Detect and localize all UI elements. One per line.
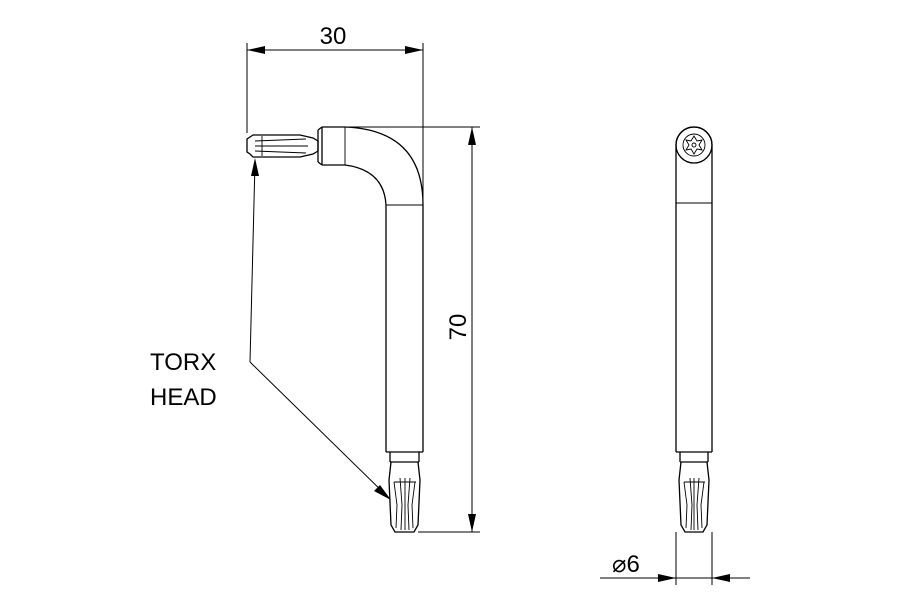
leader-arrow-top (251, 158, 259, 176)
width-dimension: 30 (246, 23, 424, 203)
arrow-down (468, 514, 476, 532)
arrow-up (468, 127, 476, 145)
arrow-left (247, 46, 265, 54)
side-torx-tip (678, 452, 710, 533)
long-arm-torx-tip (388, 452, 421, 533)
diameter-dimension-label: ⌀6 (612, 551, 640, 578)
short-arm-torx-tip (246, 134, 319, 158)
width-dimension-label: 30 (320, 23, 347, 50)
height-dimension-label: 70 (445, 314, 472, 341)
front-view: 30 70 TORX HEAD (150, 23, 480, 533)
callout-line-1: TORX (150, 349, 216, 376)
callout-line-2: HEAD (150, 384, 217, 411)
head-end-view (675, 126, 713, 164)
diameter-dimension: ⌀6 (600, 532, 750, 585)
diameter-arrow-left (658, 574, 676, 582)
key-body (317, 126, 424, 453)
height-dimension: 70 (345, 126, 480, 533)
leader-arrow-bottom (374, 485, 391, 500)
torx-star-icon (685, 135, 703, 155)
diameter-arrow-right (712, 574, 730, 582)
torx-head-leaders (249, 158, 391, 500)
side-shaft (675, 145, 713, 453)
arrow-right (405, 46, 423, 54)
side-view: ⌀6 (600, 126, 750, 585)
